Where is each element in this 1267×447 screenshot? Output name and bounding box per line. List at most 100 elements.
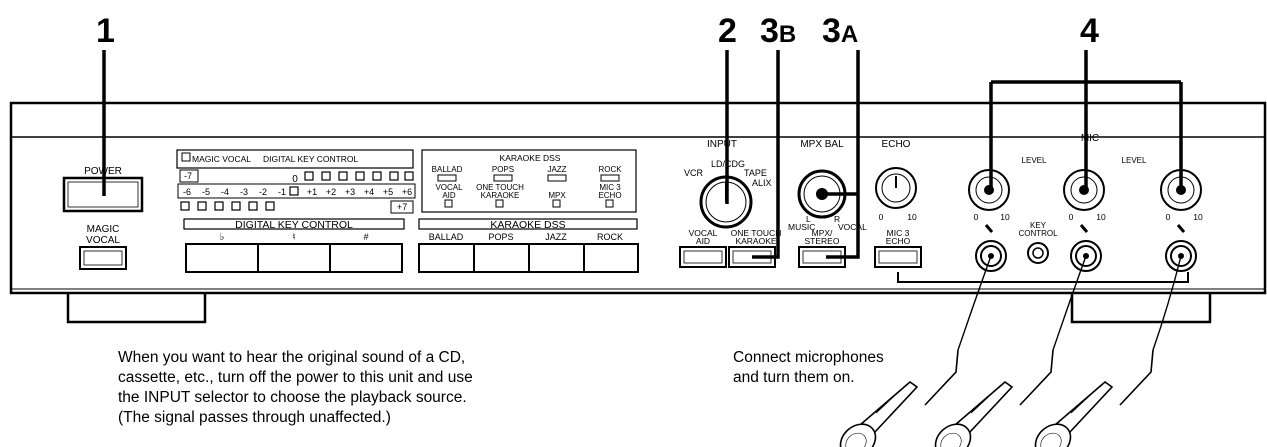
key-squares-bottom	[180, 201, 275, 211]
key-control-knob[interactable]	[1027, 242, 1049, 264]
mic3-max: 10	[1193, 212, 1203, 222]
key-m5: -5	[202, 187, 210, 197]
key-m1: -1	[278, 187, 286, 197]
callout-3b: 3B	[760, 12, 796, 50]
mpx-stereo-label-2: STEREO	[805, 236, 840, 246]
display-panel: MAGIC VOCAL DIGITAL KEY CONTROL 0 -7 -6 …	[176, 149, 637, 214]
display-one-touch-2: KARAOKE	[481, 191, 520, 200]
caption-line: When you want to hear the original sound…	[118, 349, 466, 366]
input-vcr: VCR	[684, 168, 704, 178]
caption-input-note: When you want to hear the original sound…	[118, 348, 473, 428]
mic3-echo-label-1: MIC 3	[887, 228, 910, 238]
display-ballad: BALLAD	[432, 165, 463, 174]
key-squares-top	[304, 171, 414, 181]
mpx-stereo-label-1: MPX/	[812, 228, 833, 238]
kdss-bar	[418, 218, 638, 230]
display-one-touch-1: ONE TOUCH	[476, 183, 524, 192]
key-m2: -2	[259, 187, 267, 197]
key-minus7: -7	[184, 171, 192, 181]
mpx-l: L	[806, 214, 811, 224]
key-control-label-2: CONTROL	[1018, 229, 1058, 238]
callout-3a: 3A	[822, 12, 858, 50]
mic2-max: 10	[1096, 212, 1106, 222]
natural-button[interactable]	[257, 243, 331, 273]
display-vocal-aid-2: AID	[442, 191, 456, 200]
echo-min: 0	[879, 212, 884, 222]
caption-line: (The signal passes through unaffected.)	[118, 409, 391, 426]
vocal-aid-button[interactable]	[679, 246, 727, 268]
callout-4: 4	[1080, 12, 1099, 50]
mic3-echo-button[interactable]	[874, 246, 922, 268]
input-vocal-aid-1: VOCAL	[689, 228, 718, 238]
mpx-r: R	[834, 214, 840, 224]
display-zero: 0	[292, 174, 298, 185]
rock-button[interactable]	[583, 243, 639, 273]
flat-button[interactable]	[185, 243, 259, 273]
caption-microphones: Connect microphones and turn them on.	[733, 348, 884, 388]
microphone-3	[1028, 349, 1154, 447]
caption-line: cassette, etc., turn off the power to th…	[118, 369, 473, 386]
display-jazz: JAZZ	[547, 165, 566, 174]
input-vocal-aid-2: AID	[696, 236, 710, 246]
display-dkc: DIGITAL KEY CONTROL	[263, 154, 359, 164]
key-p1: +1	[307, 187, 317, 197]
display-rock: ROCK	[598, 165, 622, 174]
input-one-touch-1: ONE TOUCH	[731, 228, 782, 238]
magic-vocal-label-2: VOCAL	[86, 235, 120, 246]
mpx-vocal: VOCAL	[838, 222, 867, 232]
mic3-min: 0	[1166, 212, 1171, 222]
key-row: -6 -5 -4 -3 -2 -1 +1 +2 +3 +4 +5 +6	[177, 183, 416, 199]
flat-symbol: ♭	[220, 232, 225, 243]
key-m3: -3	[240, 187, 248, 197]
mic-label: MIC	[1081, 133, 1099, 144]
microphone-1	[833, 349, 959, 447]
input-alix: ALIX	[752, 178, 772, 188]
mic-level-2: LEVEL	[1122, 156, 1147, 165]
mic1-min: 0	[974, 212, 979, 222]
display-karaoke-dss: KARAOKE DSS	[500, 153, 561, 163]
display-vocal-aid-1: VOCAL	[435, 183, 463, 192]
display-mic3-2: ECHO	[598, 191, 621, 200]
dkc-bar-label: DIGITAL KEY CONTROL	[235, 219, 353, 231]
magic-vocal-label-1: MAGIC	[87, 224, 120, 235]
caption-line: Connect microphones	[733, 349, 884, 366]
key-control-label-1: KEY	[1030, 221, 1047, 230]
mic2-min: 0	[1069, 212, 1074, 222]
kdss-bar-label: KARAOKE DSS	[490, 219, 565, 231]
display-mpx: MPX	[548, 191, 566, 200]
key-m6: -6	[183, 187, 191, 197]
input-one-touch-2: KARAOKE	[735, 236, 776, 246]
rock-label: ROCK	[597, 232, 623, 242]
mic2-level-knob[interactable]	[1063, 169, 1105, 211]
display-magic-vocal: MAGIC VOCAL	[192, 154, 251, 164]
jazz-label: JAZZ	[545, 232, 567, 242]
input-label: INPUT	[707, 139, 737, 150]
pops-button[interactable]	[473, 243, 530, 273]
mic1-max: 10	[1000, 212, 1010, 222]
ballad-button[interactable]	[418, 243, 475, 273]
sharp-button[interactable]	[329, 243, 403, 273]
display-pops: POPS	[492, 165, 514, 174]
echo-max: 10	[907, 212, 917, 222]
echo-label: ECHO	[882, 139, 911, 150]
mic-level-1: LEVEL	[1022, 156, 1047, 165]
key-p3: +3	[345, 187, 355, 197]
callout-1: 1	[96, 12, 115, 50]
microphone-2	[928, 349, 1054, 447]
jazz-button[interactable]	[528, 243, 585, 273]
key-p5: +5	[383, 187, 393, 197]
key-p6: +6	[402, 187, 412, 197]
left-foot	[66, 293, 207, 324]
pops-label: POPS	[488, 232, 513, 242]
callout-2: 2	[718, 12, 737, 50]
mpx-music: MUSIC	[788, 222, 815, 232]
caption-line: the INPUT selector to choose the playbac…	[118, 389, 467, 406]
mic1-level-knob[interactable]	[968, 169, 1010, 211]
input-tape: TAPE	[744, 168, 767, 178]
mpx-bal-label: MPX BAL	[800, 139, 844, 150]
key-plus7: +7	[397, 202, 407, 212]
magic-vocal-button[interactable]	[79, 246, 127, 270]
display-mic3-1: MIC 3	[599, 183, 621, 192]
sharp-symbol: #	[363, 232, 368, 242]
